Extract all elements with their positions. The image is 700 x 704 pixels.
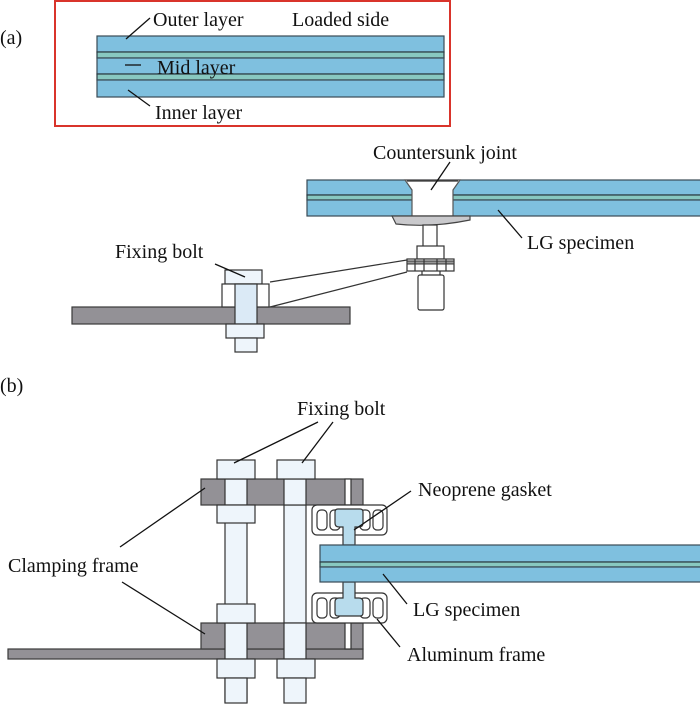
lg-specimen-a <box>306 179 700 217</box>
inner-layer-leader <box>127 89 151 107</box>
bolt-shank-b-left-lower <box>224 622 248 660</box>
bolt-shank-b-right-lower <box>283 622 307 660</box>
lg-interlayer <box>306 194 700 201</box>
lg-specimen-b-leader <box>382 573 408 605</box>
lg-b-glass-top <box>319 544 700 563</box>
base-plate-a <box>71 306 351 325</box>
fixing-bolt-a-leader <box>214 263 246 278</box>
lg-b-glass-bottom <box>319 566 700 583</box>
washer-plate <box>391 215 471 226</box>
lg-b-interlayer <box>319 561 700 568</box>
mid-glass-layer <box>96 57 445 75</box>
bolt-shank-a <box>234 283 258 325</box>
countersunk-joint-label: Countersunk joint <box>373 142 517 164</box>
inset-frame <box>54 0 451 127</box>
alu-slot <box>316 597 328 619</box>
lg-specimen-a-leader <box>497 209 523 239</box>
bolt-tail-b-left <box>224 677 248 704</box>
bolt-tail-a <box>234 337 258 353</box>
outer-layer-label: Outer layer <box>153 9 244 31</box>
clamping-frame-leader-top <box>119 487 206 548</box>
fixing-bolt-b-leader-right <box>301 421 334 464</box>
bolt-shank-b-right-through <box>283 478 307 506</box>
pin-bottom <box>344 619 352 650</box>
neoprene-gasket-bottom <box>334 581 364 617</box>
fixing-bolt-a-assembly: Fixing bolt <box>71 241 351 353</box>
inset-glass-layers <box>96 35 445 98</box>
inner-layer-label: Inner layer <box>155 102 243 124</box>
countersunk-hole <box>403 179 462 217</box>
clamp-bracket-band <box>406 260 455 265</box>
outer-layer-leader <box>125 17 151 40</box>
fixing-bolt-b-label: Fixing bolt <box>297 398 386 420</box>
countersunk-joint-leader <box>430 161 451 191</box>
lg-specimen-b <box>319 544 700 583</box>
interlayer-top <box>96 51 445 59</box>
panel-label-a: (a) <box>0 27 22 49</box>
inner-glass-layer <box>96 79 445 98</box>
lg-specimen-b-label: LG specimen <box>413 599 520 621</box>
bolt-cap-lower <box>417 274 445 311</box>
bolt-head-b-left <box>216 459 256 480</box>
fixing-bolt-b-leader-left <box>233 421 319 464</box>
nut-b-left-lower-top <box>216 603 256 624</box>
fixing-bolt-a-label: Fixing bolt <box>115 241 204 263</box>
loaded-side-label: Loaded side <box>292 9 389 31</box>
aluminum-frame-label: Aluminum frame <box>407 644 545 666</box>
outer-glass-layer <box>96 35 445 53</box>
nut-bottom-a <box>225 323 265 339</box>
nut-b-left-upper <box>216 504 256 524</box>
lg-glass-bottom <box>306 199 700 217</box>
support-arm-bottom <box>269 271 408 308</box>
lg-specimen-a-label: LG specimen <box>527 232 634 254</box>
neoprene-gasket-label: Neoprene gasket <box>418 479 552 501</box>
countersunk-assembly: Countersunk joint LG specimen <box>269 142 700 311</box>
bolt-stem <box>422 224 438 248</box>
alu-slot <box>372 597 384 619</box>
bolt-shank-b-left-through <box>224 478 248 506</box>
clamping-frame-leader-bottom <box>121 581 206 635</box>
mid-layer-label: Mid layer <box>157 57 236 79</box>
bolt-nut-upper <box>416 245 445 260</box>
pin-top <box>344 478 352 506</box>
clamped-assembly-b: Fixing bolt Neoprene gasket Clamping fra… <box>7 398 700 704</box>
clamping-frame-label: Clamping frame <box>8 555 139 577</box>
nut-b-right-bottom <box>276 658 316 679</box>
nut-b-left-bottom <box>216 658 256 679</box>
neoprene-gasket-leader <box>353 490 412 531</box>
aluminum-frame-leader <box>376 618 401 648</box>
base-plate-b <box>7 648 364 660</box>
bolt-tail-b-right <box>283 677 307 704</box>
alu-slot <box>316 509 328 531</box>
support-arm-top <box>269 259 408 283</box>
bolt-head-b-right <box>276 459 316 480</box>
laminated-glass-inset: Outer layer Loaded side Mid layer Inner … <box>54 0 451 127</box>
lg-glass-top <box>306 179 700 196</box>
interlayer-bottom <box>96 73 445 81</box>
panel-label-b: (b) <box>0 375 23 397</box>
